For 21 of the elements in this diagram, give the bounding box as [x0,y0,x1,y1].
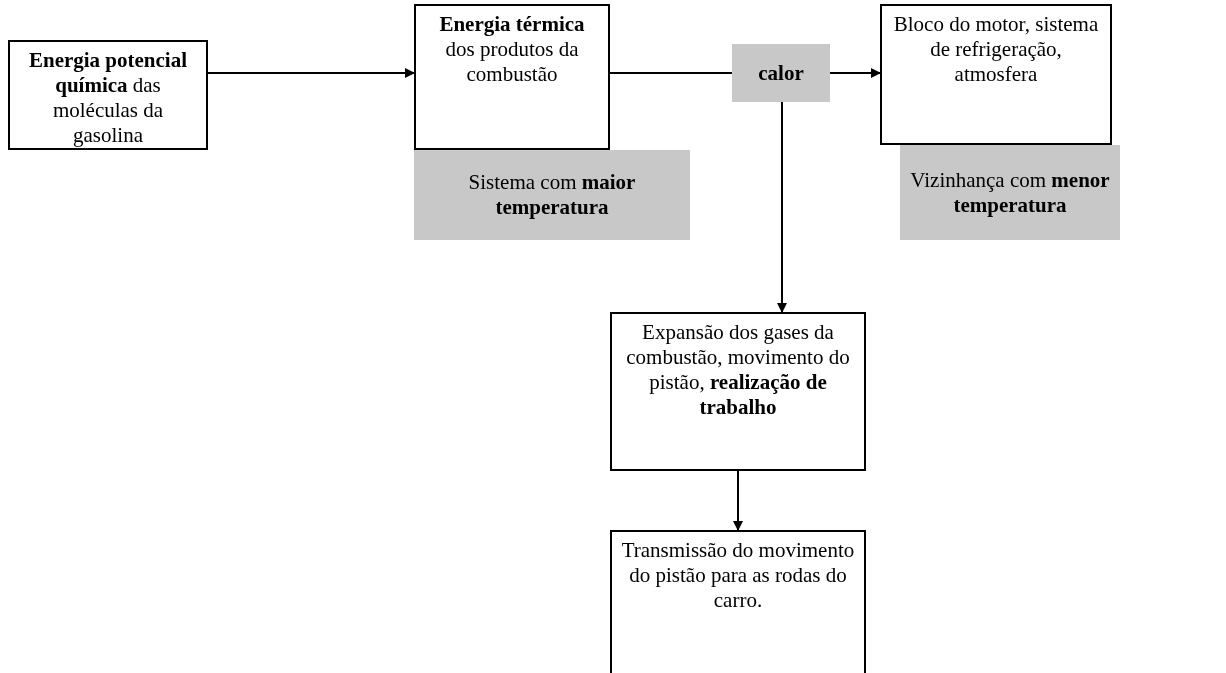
node-text: calor [758,60,804,86]
process-box [8,40,208,150]
node-text: Transmissão do movimento do pistão para as rodas do carro. [620,538,856,613]
process-box [414,4,610,150]
arrow [733,470,743,531]
node-text: Vizinhança com menor temperatura [909,167,1111,218]
arrow [207,68,415,78]
arrow [777,101,787,313]
arrow [829,68,881,78]
connector-line [609,72,733,74]
shaded-label-box [900,145,1120,240]
node-text: Expansão dos gases da combustão, movimento do pistão, realização de trabalho [625,320,851,420]
process-box [880,4,1112,145]
node-text: Energia térmica dos produtos da combustão [438,12,586,87]
shaded-label-box [732,44,830,102]
shaded-label-box [414,150,690,240]
node-text: Sistema com maior temperatura [467,170,637,220]
process-box [610,312,866,471]
node-text: Bloco do motor, sistema de refrigeração, atmosfera [892,12,1100,87]
node-text: Energia potencial química das moléculas da gasolina [27,48,189,148]
process-box [610,530,866,673]
